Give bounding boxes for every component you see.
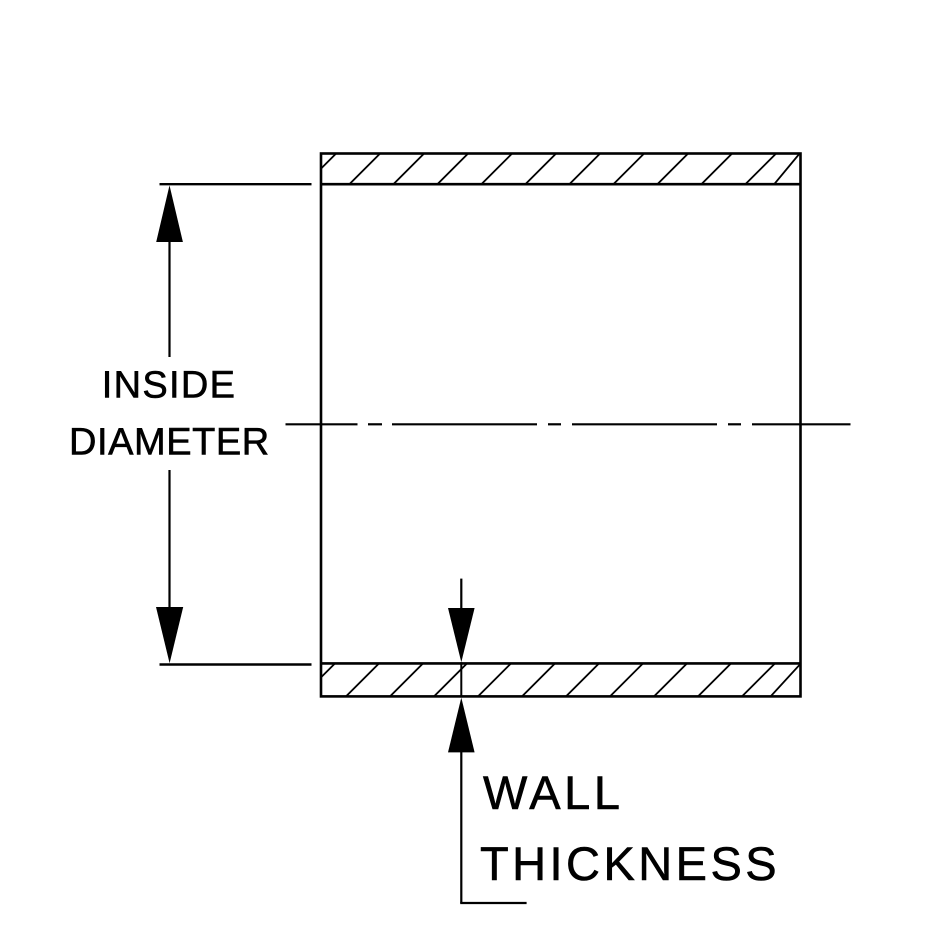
svg-text:WALL: WALL: [483, 766, 624, 819]
svg-text:INSIDE: INSIDE: [102, 364, 237, 406]
svg-text:DIAMETER: DIAMETER: [69, 421, 270, 463]
svg-text:THICKNESS: THICKNESS: [480, 837, 780, 890]
